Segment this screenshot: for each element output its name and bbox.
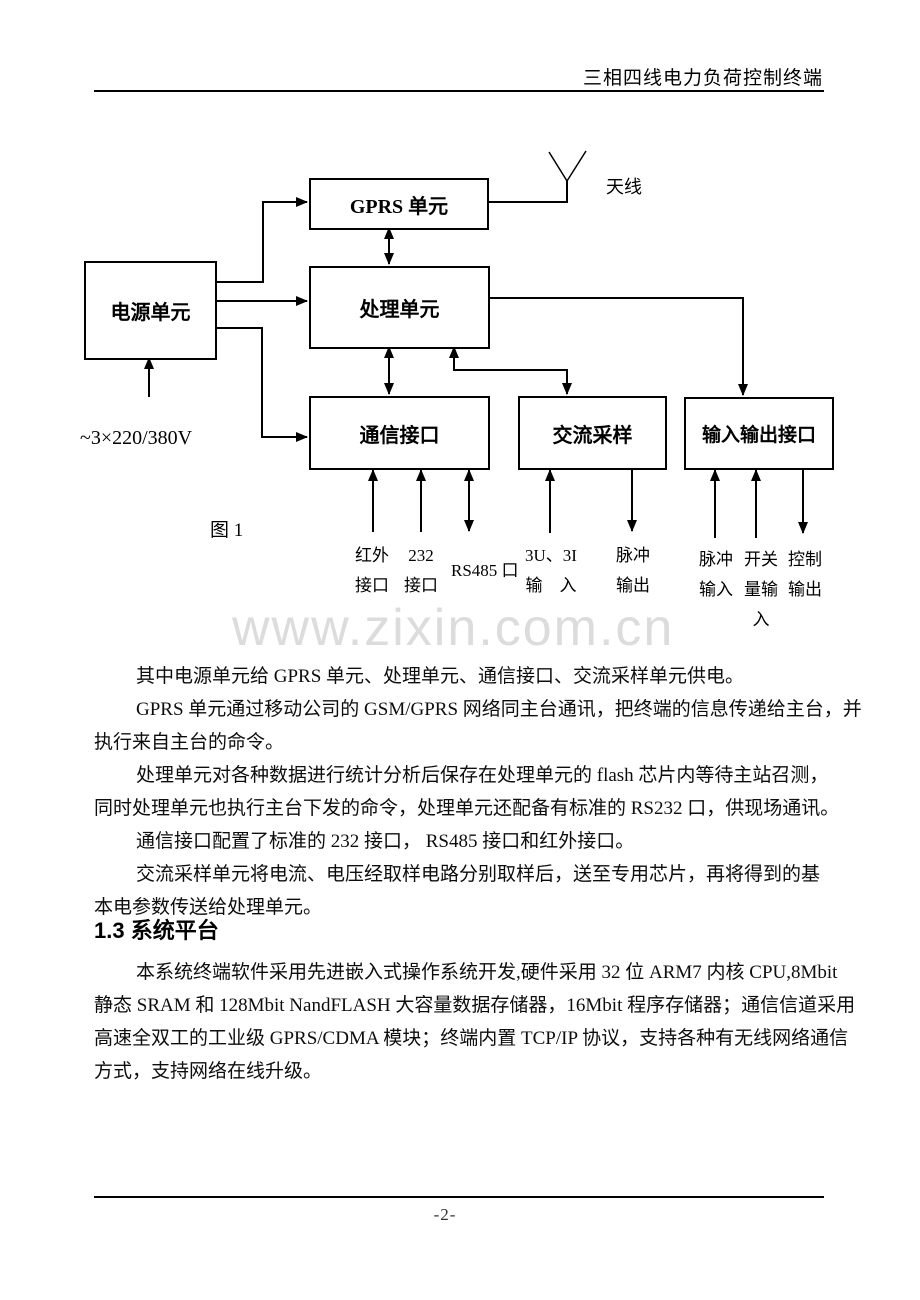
- arrow-power-to-comm: [213, 327, 308, 442]
- comm-interface-box: 通信接口: [309, 396, 490, 470]
- antenna-label: 天线: [606, 177, 642, 197]
- page-number: -2-: [433, 1205, 457, 1224]
- process-unit-box: 处理单元: [309, 266, 490, 349]
- body-line: 本电参数传送给处理单元。: [94, 897, 323, 918]
- body-line: 执行来自主台的命令。: [94, 732, 285, 753]
- footer-rule: [94, 1196, 824, 1198]
- gprs-unit-box: GPRS 单元: [309, 178, 489, 230]
- body-line: 处理单元对各种数据进行统计分析后保存在处理单元的 flash 芯片内等待主站召测…: [136, 765, 829, 786]
- body-line: 静态 SRAM 和 128Mbit NandFLASH 大容量数据存储器，16M…: [94, 995, 856, 1016]
- ac-sampling-box: 交流采样: [518, 396, 667, 470]
- port-232-label: 232 接口: [404, 546, 438, 595]
- body-line: 本系统终端软件采用先进嵌入式操作系统开发,硬件采用 32 位 ARM7 内核 C…: [136, 962, 838, 983]
- body-line: 方式，支持网络在线升级。: [94, 1061, 323, 1082]
- arrow-process-ac-bidir: [449, 346, 572, 395]
- header-rule: [94, 90, 824, 92]
- power-unit-box: 电源单元: [84, 261, 217, 360]
- section-heading: 1.3 系统平台: [94, 918, 219, 943]
- pulse-output-label: 脉冲 输出: [616, 546, 650, 595]
- switch-input-label: 开关 量输 入: [744, 550, 778, 629]
- body-line: 同时处理单元也执行主台下发的命令，处理单元还配备有标准的 RS232 口，供现场…: [94, 798, 840, 819]
- mains-voltage-label: ~3×220/380V: [80, 427, 193, 449]
- arrow-process-to-io: [486, 297, 748, 396]
- pulse-input-label: 脉冲 输入: [699, 550, 733, 599]
- body-line: 高速全双工的工业级 GPRS/CDMA 模块；终端内置 TCP/IP 协议，支持…: [94, 1028, 849, 1049]
- io-interface-box: 输入输出接口: [684, 397, 834, 470]
- body-line: 其中电源单元给 GPRS 单元、处理单元、通信接口、交流采样单元供电。: [136, 666, 745, 687]
- ui-input-label: 3U、3I 输 入: [525, 546, 577, 595]
- rs485-port-label: RS485 口: [451, 561, 519, 580]
- arrow-power-to-gprs: [213, 197, 308, 283]
- figure-label: 图 1: [210, 520, 244, 541]
- body-line: 通信接口配置了标准的 232 接口， RS485 接口和红外接口。: [136, 831, 635, 852]
- antenna-icon: [485, 150, 587, 203]
- header-title: 三相四线电力负荷控制终端: [582, 68, 823, 89]
- body-line: GPRS 单元通过移动公司的 GSM/GPRS 网络同主台通讯，把终端的信息传递…: [136, 699, 862, 720]
- control-output-label: 控制 输出: [788, 550, 822, 599]
- watermark-text: www.zixin.com.cn: [232, 599, 675, 657]
- infrared-port-label: 红外 接口: [355, 546, 389, 595]
- body-line: 交流采样单元将电流、电压经取样电路分别取样后，送至专用芯片，再将得到的基: [136, 864, 821, 885]
